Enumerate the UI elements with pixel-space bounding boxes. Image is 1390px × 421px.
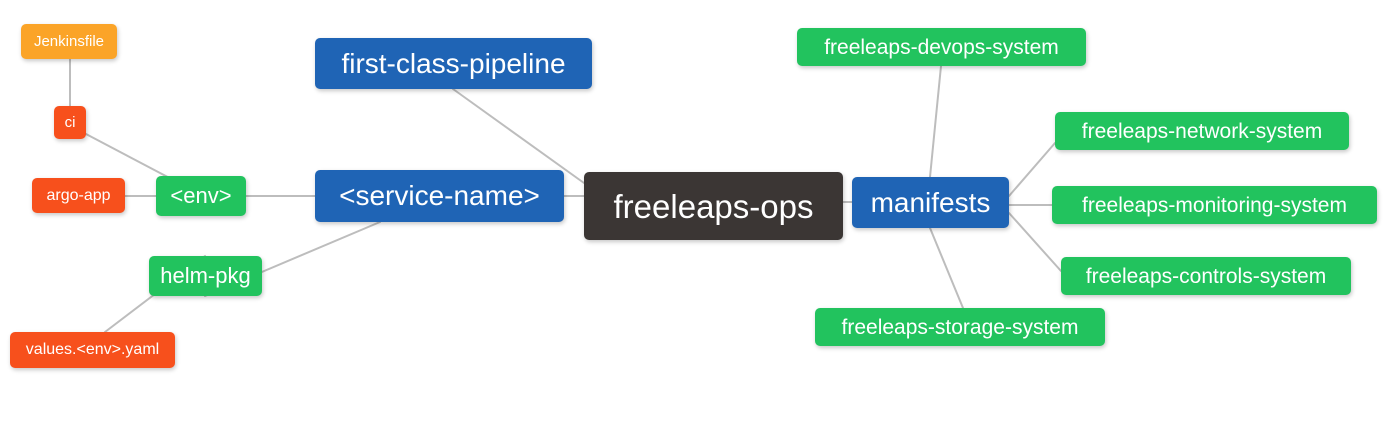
edge-manifests-to-freeleaps-network-system	[1008, 142, 1056, 197]
node-freeleaps-network-system[interactable]: freeleaps-network-system	[1055, 112, 1349, 150]
node-freeleaps-ops[interactable]: freeleaps-ops	[584, 172, 843, 240]
edge-service-name-to-first-class-pipeline	[452, 88, 585, 184]
edge-manifests-to-freeleaps-storage-system	[929, 227, 964, 309]
edge-manifests-to-freeleaps-devops-system	[929, 65, 942, 178]
node-values-yaml[interactable]: values.<env>.yaml	[10, 332, 175, 368]
node-first-class-pipeline[interactable]: first-class-pipeline	[315, 38, 592, 89]
node-freeleaps-storage-system[interactable]: freeleaps-storage-system	[815, 308, 1105, 346]
edge-manifests-to-freeleaps-controls-system	[1008, 212, 1062, 272]
node-ci[interactable]: ci	[54, 106, 86, 139]
node-argo-app[interactable]: argo-app	[32, 178, 125, 213]
node-manifests[interactable]: manifests	[852, 177, 1009, 228]
node-freeleaps-controls-system[interactable]: freeleaps-controls-system	[1061, 257, 1351, 295]
node-service-name[interactable]: <service-name>	[315, 170, 564, 222]
node-helm-pkg[interactable]: helm-pkg	[149, 256, 262, 296]
node-env[interactable]: <env>	[156, 176, 246, 216]
node-freeleaps-devops-system[interactable]: freeleaps-devops-system	[797, 28, 1086, 66]
node-jenkinsfile[interactable]: Jenkinsfile	[21, 24, 117, 59]
node-freeleaps-monitoring-system[interactable]: freeleaps-monitoring-system	[1052, 186, 1377, 224]
